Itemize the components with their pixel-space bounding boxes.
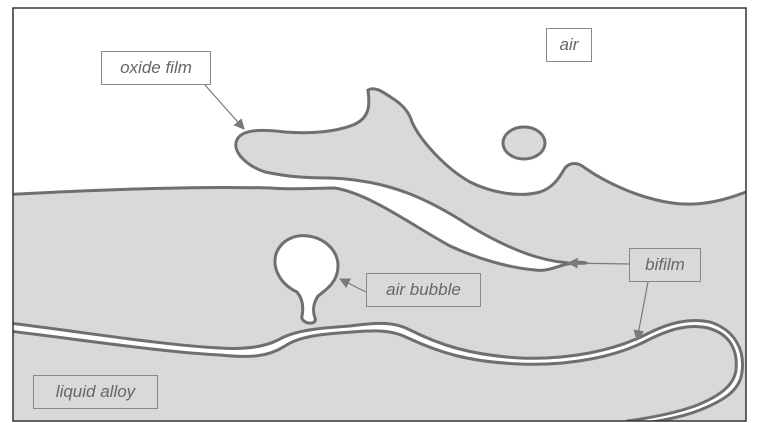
label-liquid-alloy: liquid alloy <box>33 375 158 409</box>
label-oxide-film: oxide film <box>101 51 211 85</box>
label-bifilm: bifilm <box>629 248 701 282</box>
label-air-bubble: air bubble <box>366 273 481 307</box>
floating-droplet <box>503 127 545 159</box>
label-air: air <box>546 28 592 62</box>
